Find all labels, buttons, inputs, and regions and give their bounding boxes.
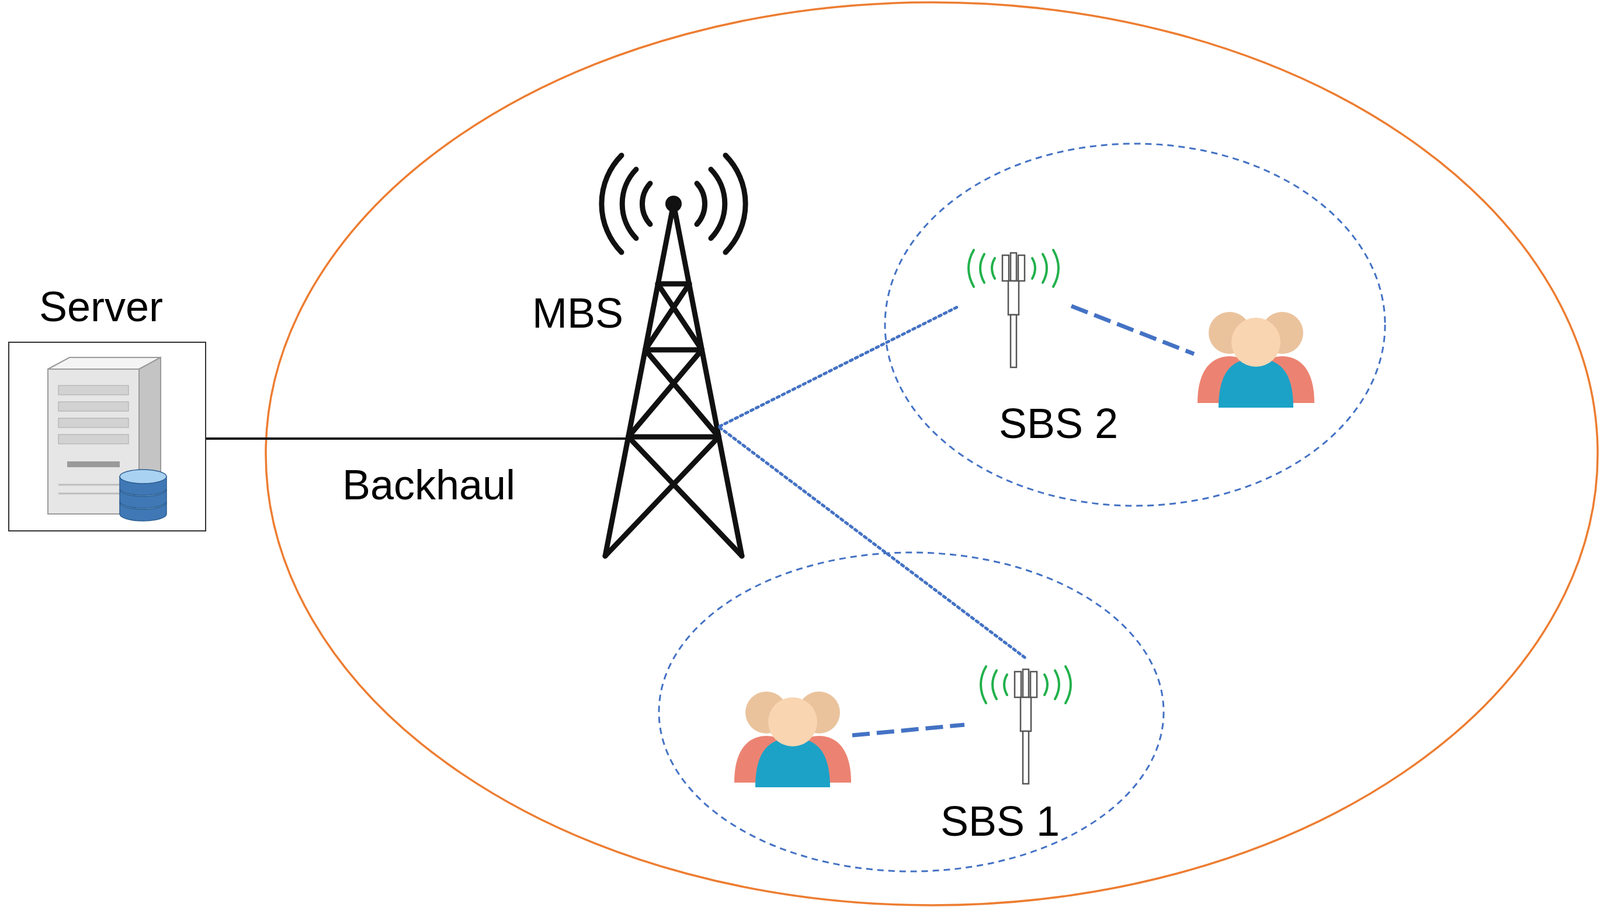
cell-outline bbox=[884, 143, 1386, 506]
wireless-backhaul-link bbox=[719, 427, 1026, 659]
node-label: SBS 2 bbox=[998, 399, 1119, 449]
server-icon bbox=[47, 357, 167, 522]
small-cell-antenna bbox=[968, 250, 1059, 368]
node-label: SBS 1 bbox=[940, 797, 1060, 846]
backhaul-link bbox=[206, 437, 628, 440]
access-link bbox=[852, 724, 965, 736]
user-group-icon bbox=[734, 691, 852, 788]
macro-tower bbox=[601, 155, 746, 557]
node-label: Server bbox=[39, 282, 163, 332]
small-cell: SBS 1 bbox=[657, 551, 1165, 873]
node-label: MBS bbox=[532, 289, 624, 338]
edge-label: Backhaul bbox=[342, 460, 516, 510]
user-group-icon bbox=[1197, 311, 1315, 408]
macro-base-station: MBS bbox=[525, 146, 754, 561]
small-cell-antenna bbox=[980, 666, 1071, 784]
cell-outline bbox=[658, 552, 1164, 872]
macro-cell-outline bbox=[265, 2, 1598, 906]
access-link bbox=[1071, 306, 1195, 354]
cell-outline bbox=[657, 551, 1165, 873]
wireless-backhaul-link bbox=[719, 306, 960, 427]
server-box: Server bbox=[8, 341, 207, 532]
cell-outline bbox=[883, 142, 1387, 508]
small-cell: SBS 2 bbox=[883, 142, 1387, 508]
